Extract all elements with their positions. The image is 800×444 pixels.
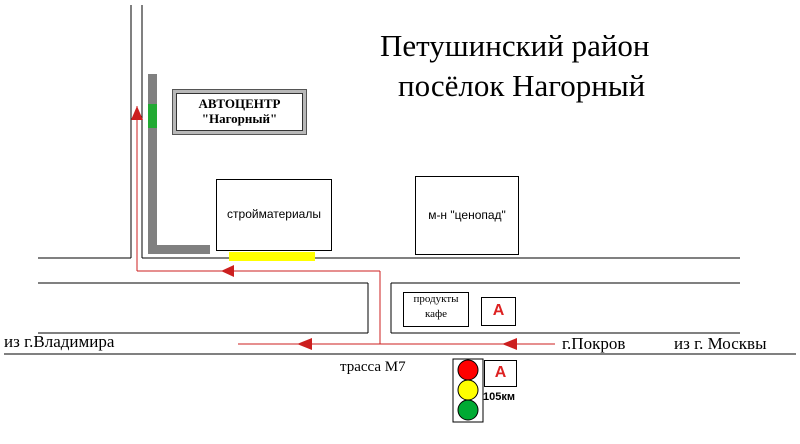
km-marker: 105км bbox=[483, 391, 515, 403]
traffic-light-red bbox=[457, 359, 479, 381]
route-arrow-left-1 bbox=[297, 338, 312, 350]
access-road-horizontal bbox=[148, 245, 210, 254]
gas-station-letter-lower: A bbox=[494, 364, 507, 381]
cenopad-store: м-н "ценопад" bbox=[415, 176, 519, 255]
autocenter-name: "Нагорный" bbox=[201, 111, 278, 126]
access-road-entrance-marker bbox=[148, 104, 157, 128]
gas-station-sign-lower: A bbox=[484, 360, 517, 387]
cenopad-store-label: м-н "ценопад" bbox=[428, 208, 506, 222]
grocery-label: продукты bbox=[413, 293, 459, 305]
traffic-light-yellow bbox=[457, 379, 479, 401]
traffic-light bbox=[452, 358, 484, 423]
traffic-light-green bbox=[457, 399, 479, 421]
gas-station-letter-upper: A bbox=[492, 302, 505, 319]
route-arrow-left-2 bbox=[502, 338, 517, 350]
grocery-cafe: продукты кафе bbox=[403, 292, 469, 327]
highway-label: трасса М7 bbox=[340, 359, 406, 375]
gas-station-sign-upper: A bbox=[481, 297, 516, 326]
cafe-label: кафе bbox=[424, 308, 448, 320]
from-vladimir-label: из г.Владимира bbox=[4, 332, 115, 351]
access-road-vertical bbox=[148, 74, 157, 254]
building-materials-store: стройматериалы bbox=[216, 179, 332, 251]
building-materials-label: стройматериалы bbox=[227, 207, 321, 221]
parking-marker bbox=[229, 252, 315, 261]
route-arrow-up bbox=[131, 106, 143, 120]
autocenter-sign: АВТОЦЕНТР "Нагорный" bbox=[172, 89, 307, 135]
autocenter-label: АВТОЦЕНТР bbox=[198, 96, 281, 111]
map-title-village: посёлок Нагорный bbox=[398, 68, 646, 103]
route-arrow-left-3 bbox=[221, 265, 234, 277]
from-moscow-label: из г. Москвы bbox=[674, 334, 767, 353]
to-pokrov-label: г.Покров bbox=[562, 334, 626, 353]
route-arrows bbox=[131, 106, 517, 350]
map-title-district: Петушинский район bbox=[380, 28, 650, 63]
